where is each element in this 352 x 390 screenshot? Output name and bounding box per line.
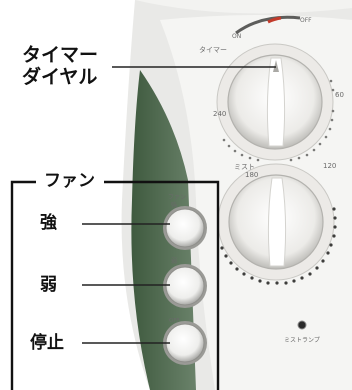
fan-button-top-sub-label: 強 [171, 201, 177, 209]
timer-180-label: 180 [245, 171, 258, 179]
mist-knob-grip [267, 177, 287, 267]
timer-dial[interactable] [216, 15, 335, 162]
housing-top-arc [135, 0, 352, 14]
fan-button-weak[interactable] [165, 266, 205, 306]
callout-fan-title: ファン [40, 173, 99, 190]
callout-timer-dial: タイマー ダイヤル [22, 44, 98, 88]
fan-buttons [163, 206, 207, 365]
timer-knob-grip [266, 57, 286, 147]
timer-red-mark [267, 16, 282, 24]
mist-lamp [297, 320, 307, 330]
mist-dial[interactable] [217, 163, 337, 285]
fan-button-mid-label: 弱 [171, 258, 177, 265]
timer-on-label: ON [232, 33, 241, 40]
fan-button-strong[interactable] [165, 208, 205, 248]
timer-on-off-arc [235, 15, 301, 35]
mist-label: ミスト [234, 163, 255, 171]
callout-timer-line1: タイマー [22, 44, 99, 66]
timer-240-label: 240 [213, 110, 226, 118]
fan-button-top-label: ファン [168, 194, 186, 201]
mist-lamp-label: ミストランプ [284, 337, 320, 344]
callout-fan-weak: 弱 [40, 275, 57, 295]
timer-off-label: OFF [300, 17, 312, 24]
timer-120-label: 120 [323, 162, 336, 170]
callout-timer-line2: ダイヤル [22, 66, 98, 88]
timer-name-label: タイマー [199, 45, 227, 54]
fan-button-off-label: OFF [169, 318, 180, 324]
fan-button-stop[interactable] [165, 323, 205, 363]
fan-bracket [10, 180, 220, 390]
timer-60-label: 60 [335, 91, 344, 99]
timer-pointer [273, 60, 279, 72]
callout-fan-strong: 強 [40, 213, 57, 233]
timer-tick-marks [222, 79, 335, 162]
mist-dot-scale [220, 207, 337, 285]
callout-fan-stop: 停止 [30, 333, 64, 353]
